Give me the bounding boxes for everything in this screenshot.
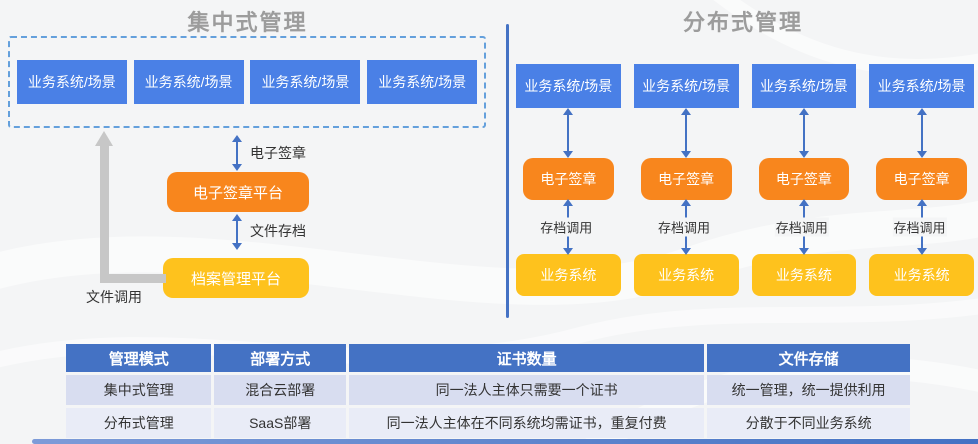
table-header-cell: 文件存储 [707,344,910,372]
system-box: 业务系统 [633,254,739,296]
signature-platform-box: 电子签章平台 [167,172,309,212]
system-box: 业务系统 [516,254,621,296]
seal-box: 电子签章 [876,158,967,200]
distributed-column: 业务系统/场景 电子签章 存档调用 业务系统 [633,64,739,296]
system-box: 业务系统 [869,254,974,296]
arrow-zone [752,108,857,158]
scene-box: 业务系统/场景 [16,60,127,104]
seal-box: 电子签章 [640,158,732,200]
arrow-zone: 存档调用 [752,199,857,255]
business-scenes-group: 业务系统/场景 业务系统/场景 业务系统/场景 业务系统/场景 [8,36,486,128]
archive-platform-box: 档案管理平台 [163,258,309,298]
scene-box: 业务系统/场景 [869,64,974,108]
flow-label: 存档调用 [539,217,594,237]
panel-divider [506,24,509,318]
system-box: 业务系统 [751,254,857,296]
double-arrow-icon [681,108,692,158]
arrow-zone [516,108,621,158]
scene-box: 业务系统/场景 [250,60,361,104]
double-arrow-icon [563,108,574,158]
return-arrow-horizontal [100,274,166,283]
flow-label: 电子签章 [250,145,306,161]
scene-box: 业务系统/场景 [751,64,857,108]
seal-box: 电子签章 [523,158,614,200]
bottom-accent-bar [32,439,978,444]
table-cell: 同一法人主体在不同系统均需证书，重复付费 [349,408,705,438]
comparison-table: 管理模式 部署方式 证书数量 文件存储 集中式管理 混合云部署 同一法人主体只需… [66,344,910,438]
return-arrow-vertical [100,146,109,283]
distributed-column: 业务系统/场景 电子签章 存档调用 业务系统 [869,64,974,296]
return-arrow-head-icon [95,131,113,146]
arrow-zone: 存档调用 [634,199,739,255]
flow-label: 存档调用 [656,217,711,237]
return-arrow-label: 文件调用 [86,289,142,305]
double-arrow-icon [916,108,927,158]
arrow-zone: 存档调用 [869,199,974,255]
flow-label: 存档调用 [892,217,947,237]
arrow-zone [869,108,974,158]
distributed-column: 业务系统/场景 电子签章 存档调用 业务系统 [516,64,621,296]
double-arrow-icon [798,108,809,158]
table-cell: 集中式管理 [66,375,212,405]
table-cell: 混合云部署 [214,375,346,405]
scene-box: 业务系统/场景 [367,60,478,104]
table-header-cell: 证书数量 [349,344,705,372]
double-arrow-icon [232,135,242,171]
table-cell: SaaS部署 [214,408,346,438]
distributed-column: 业务系统/场景 电子签章 存档调用 业务系统 [751,64,857,296]
table-cell: 分散于不同业务系统 [707,408,910,438]
right-panel-title: 分布式管理 [682,10,803,35]
double-arrow-icon [232,214,242,250]
flow-label: 存档调用 [774,217,829,237]
scene-box: 业务系统/场景 [516,64,621,108]
table-cell: 统一管理，统一提供利用 [707,375,910,405]
table-cell: 同一法人主体只需要一个证书 [349,375,705,405]
left-panel-title: 集中式管理 [187,10,308,35]
arrow-zone [634,108,739,158]
table-cell: 分布式管理 [66,408,212,438]
arrow-zone: 存档调用 [516,199,621,255]
flow-label: 文件存档 [250,223,306,239]
table-header-cell: 部署方式 [214,344,346,372]
scene-box: 业务系统/场景 [133,60,244,104]
scene-box: 业务系统/场景 [633,64,739,108]
table-header-cell: 管理模式 [66,344,212,372]
seal-box: 电子签章 [758,158,850,200]
distributed-columns: 业务系统/场景 电子签章 存档调用 业务系统 业务系统/场景 电子签章 存档调用… [516,64,974,296]
